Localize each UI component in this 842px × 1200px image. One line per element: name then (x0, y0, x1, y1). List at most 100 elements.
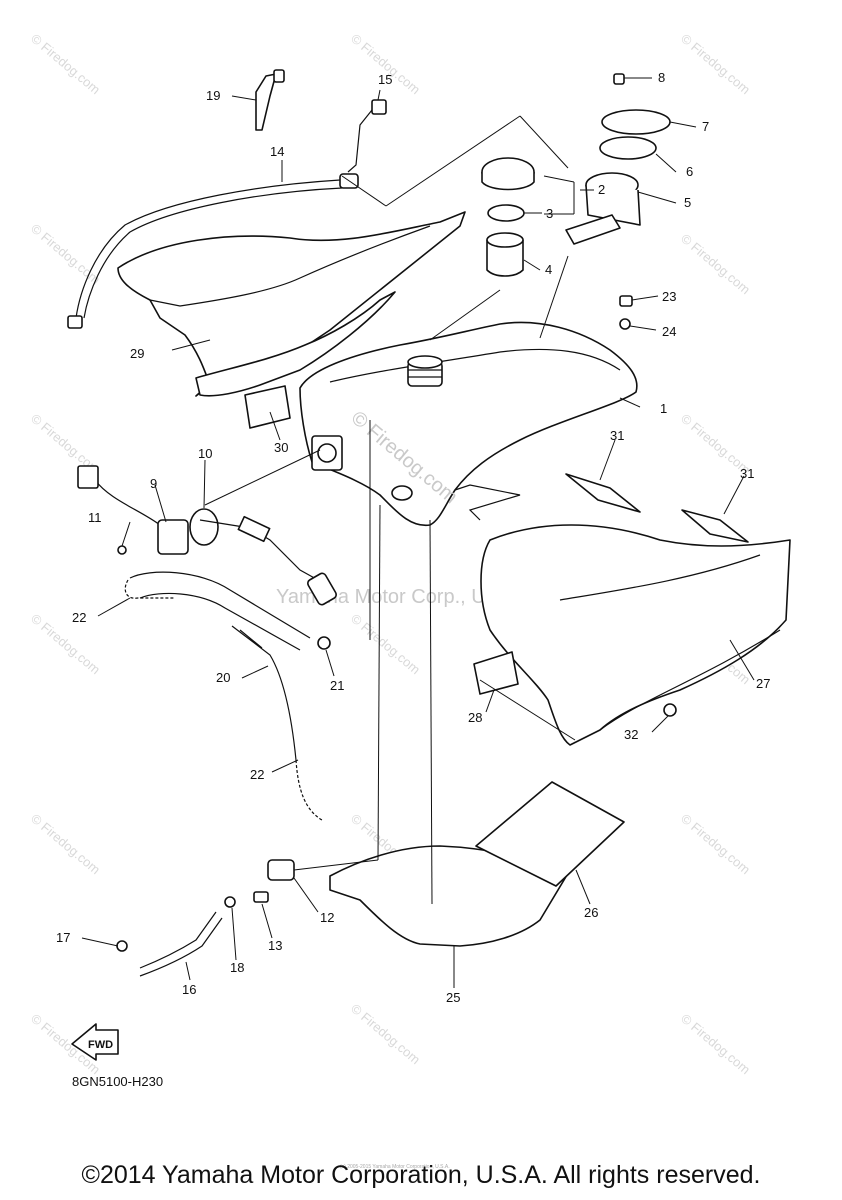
leader-line (629, 325, 657, 331)
firedog-watermark: © Firedog.com (678, 1011, 753, 1077)
leader-line (97, 597, 131, 617)
callout-number: 9 (150, 476, 157, 491)
firedog-watermark: © Firedog.com (28, 811, 103, 877)
fuel-cap-body (481, 172, 535, 191)
callout-number: 29 (130, 346, 144, 361)
callout-number: 14 (270, 144, 284, 159)
assembly-line (204, 449, 321, 506)
leader-line (651, 715, 669, 733)
firedog-watermark: © Firedog.com (28, 611, 103, 677)
fuel-tank-lower-edge (454, 484, 521, 521)
fuel-pump-body (157, 519, 189, 555)
strap-19-clip (273, 69, 285, 83)
assembly-line (429, 289, 501, 341)
fuel-cock-12 (267, 859, 295, 881)
assembly-line (429, 519, 433, 905)
lower-guard-group (116, 781, 625, 977)
pump-bracket (565, 214, 621, 245)
leader-line (485, 689, 495, 713)
firedog-watermark: © Firedog.com (348, 1001, 423, 1067)
firedog-watermark: © Firedog.com (678, 811, 753, 877)
callout-number: 22 (250, 767, 264, 782)
leader-line (121, 521, 131, 547)
assembly-line (543, 175, 575, 183)
firedog-watermark: © Firedog.com (28, 221, 103, 287)
clamp-18 (224, 896, 236, 908)
upper-side-cover (117, 211, 466, 397)
callout-number: 4 (545, 262, 552, 277)
assembly-line (377, 504, 381, 861)
hose-group (124, 571, 331, 821)
callout-number: 25 (446, 990, 460, 1005)
callout-number: 30 (274, 440, 288, 455)
damper-23 (619, 295, 633, 307)
gasket-6 (599, 136, 657, 160)
upper-side-cover-group (117, 211, 466, 429)
bolt-13 (253, 891, 269, 903)
callout-number: 28 (468, 710, 482, 725)
side-cover-27 (480, 524, 791, 746)
leader-line (575, 869, 591, 905)
leader-line (631, 295, 659, 301)
firedog-watermark: © Firedog.com (348, 611, 423, 677)
leader-line (293, 877, 319, 913)
fine-print: (c) 2005-2015 Yamaha Motor Corporation, … (340, 1164, 450, 1170)
pump-gasket-10 (189, 508, 219, 546)
fuel-tank-group: © Firedog.com (299, 321, 638, 527)
clamp-21 (317, 636, 331, 650)
side-cover-27-edge (559, 554, 781, 731)
washer-24 (619, 318, 631, 330)
assembly-line (479, 679, 576, 741)
callout-number: 10 (198, 446, 212, 461)
bolt-11 (117, 545, 127, 555)
pad-31-right (681, 509, 749, 543)
callout-number: 19 (206, 88, 220, 103)
strap-19 (255, 73, 277, 131)
side-cover-pad-30 (244, 385, 291, 429)
callout-number: 11 (88, 510, 102, 525)
callout-number: 18 (230, 960, 244, 975)
callout-number: 5 (684, 195, 691, 210)
fwd-arrow-icon (71, 1023, 119, 1061)
breather-hose-22-lower (295, 759, 323, 821)
tank-mount-boss (391, 485, 413, 501)
callout-number: 24 (662, 324, 676, 339)
callout-number: 12 (320, 910, 334, 925)
callout-number: 32 (624, 727, 638, 742)
tank-fuel-neck-top (407, 355, 443, 369)
pump-level-arm (199, 519, 319, 581)
assembly-line (519, 115, 569, 169)
callouts: 1 2 3 4 5 6 7 8 9 10 11 12 13 14 15 16 1… (56, 70, 770, 1005)
diagram-code: 8GN5100-H230 (72, 1074, 163, 1089)
callout-number: 8 (658, 70, 665, 85)
callout-number: 2 (598, 182, 605, 197)
leader-line (599, 439, 616, 481)
sheet-26-fold (475, 845, 557, 887)
copyright-notice: ©2014 Yamaha Motor Corporation, U.S.A. A… (81, 1161, 761, 1189)
clip-15 (371, 99, 387, 115)
pipe-14-inner (83, 187, 343, 319)
leader-line (655, 153, 677, 173)
hose-16 (139, 911, 223, 977)
callout-number: 23 (662, 289, 676, 304)
callout-number: 1 (660, 401, 667, 416)
leader-line (271, 759, 299, 773)
upper-pipe-group (67, 69, 387, 329)
leader-line (377, 89, 381, 101)
pump-sender (237, 515, 271, 543)
clamp-17 (116, 940, 128, 952)
pipe-end-connector (67, 315, 83, 329)
callout-number: 20 (216, 670, 230, 685)
leader-line (171, 339, 211, 351)
leader-line (325, 649, 335, 677)
bolt-32 (663, 703, 677, 717)
assembly-line (539, 255, 569, 339)
leader-line (154, 484, 167, 523)
callout-number: 7 (702, 119, 709, 134)
pad-31-left (565, 473, 641, 513)
upper-side-cover-lower (195, 291, 396, 397)
leader-line (231, 95, 257, 101)
filler-neck-4-top (486, 232, 524, 248)
firedog-watermark: © Firedog.com (678, 31, 753, 97)
fuel-pump-group (77, 465, 337, 606)
